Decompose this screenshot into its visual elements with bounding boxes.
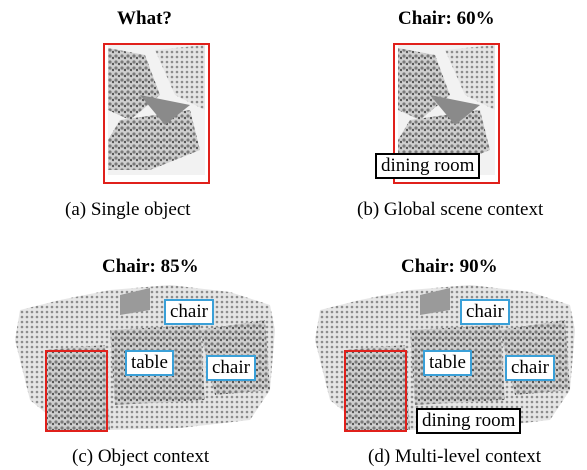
- panel-a-title: What?: [117, 8, 172, 29]
- object-tag-table-d: table: [423, 350, 472, 376]
- object-tag-chair-right-d: chair: [505, 355, 555, 381]
- object-bounding-box-c: [45, 350, 108, 432]
- object-tag-table-c: table: [125, 350, 174, 376]
- panel-a-caption: (a) Single object: [65, 199, 191, 220]
- scene-tag-b: dining room: [375, 153, 481, 179]
- object-tag-chair-right-c: chair: [206, 355, 256, 381]
- object-bounding-box-a: [103, 43, 210, 184]
- object-tag-chair-top-c: chair: [164, 299, 214, 325]
- panel-d-caption: (d) Multi-level context: [368, 446, 542, 467]
- panel-b-caption: (b) Global scene context: [357, 199, 544, 220]
- panel-d-title: Chair: 90%: [401, 256, 498, 277]
- panel-c-title: Chair: 85%: [102, 256, 199, 277]
- panel-c-caption: (c) Object context: [72, 446, 210, 467]
- object-bounding-box-d: [344, 350, 407, 432]
- object-bounding-box-b: [393, 43, 500, 184]
- chair-object-a: [108, 45, 205, 175]
- scene-tag-d: dining room: [416, 408, 522, 434]
- panel-b-title: Chair: 60%: [398, 8, 495, 29]
- object-tag-chair-top-d: chair: [460, 299, 510, 325]
